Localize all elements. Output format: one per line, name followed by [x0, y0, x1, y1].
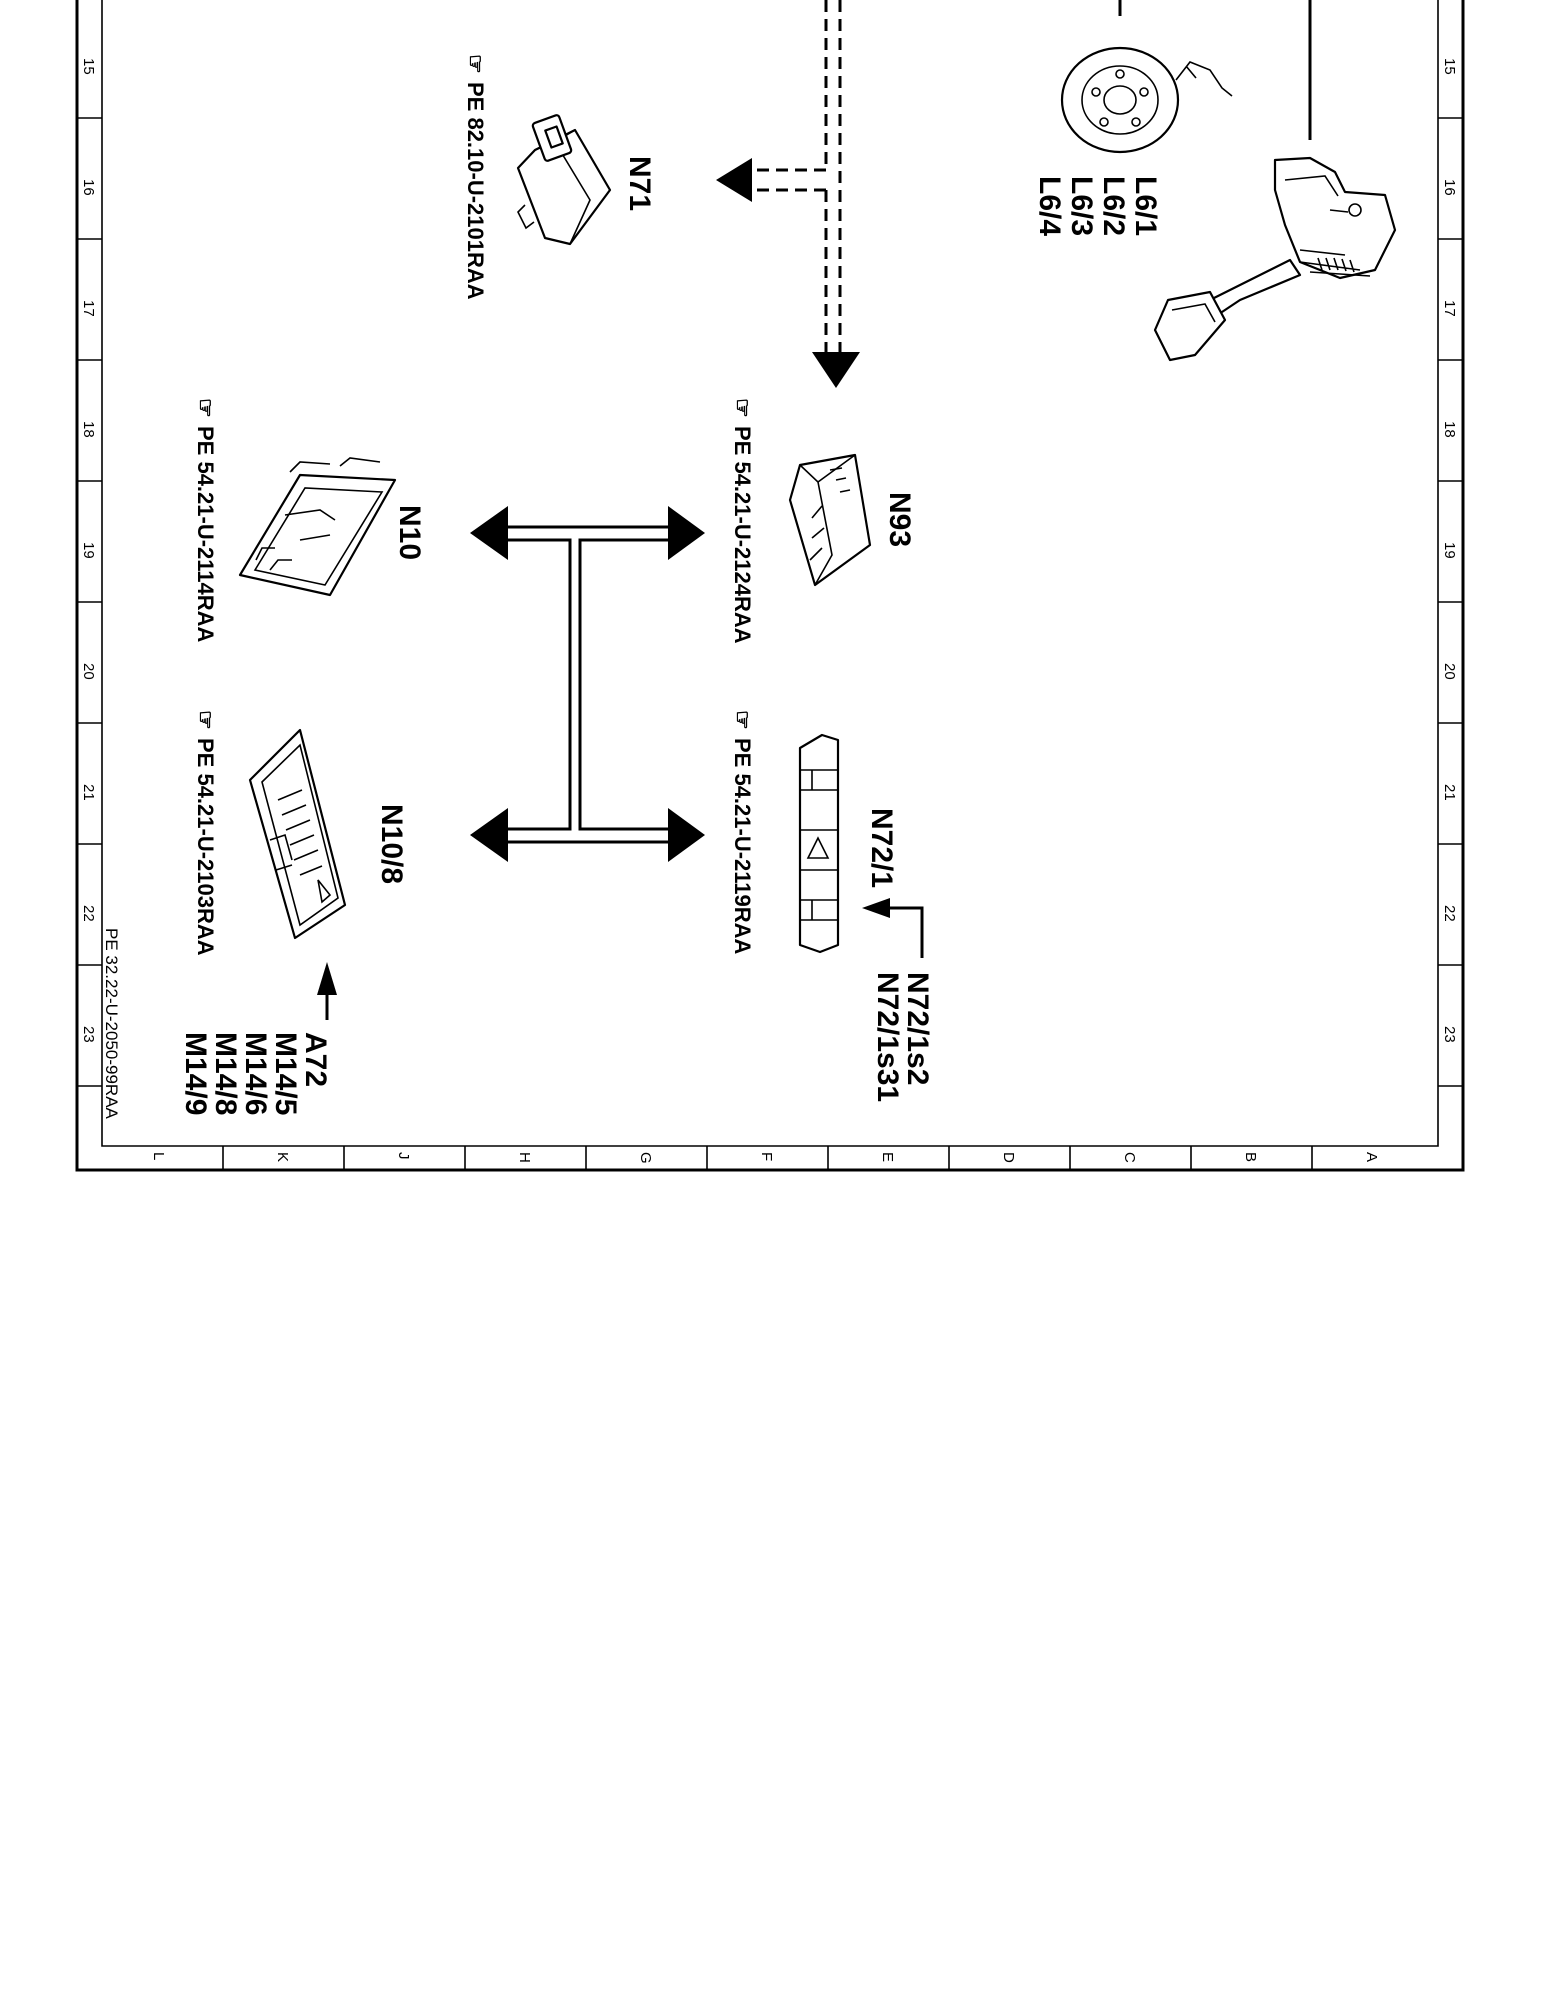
l6-label: L6/2: [1097, 176, 1130, 236]
dashed-signal-lines: [716, 0, 860, 388]
row-number: 18: [1441, 421, 1458, 438]
l6-labels: L6/1 L6/2 L6/3 L6/4: [1033, 176, 1162, 236]
n10-reference: ☞ PE 54.21-U-2114RAA: [193, 398, 218, 643]
pointing-hand-icon: ☞: [193, 398, 218, 418]
n10-8-inputs: A72 M14/5 M14/6 M14/8 M14/9: [179, 962, 337, 1115]
n72-1-label: N72/1: [865, 808, 898, 888]
arrow-to-n72-1: [668, 808, 705, 862]
column-letters: L K J H G F E D C B A: [150, 1152, 1380, 1164]
arrow-to-n71: [716, 158, 752, 202]
n72-1-inputs: N72/1s2 N72/1s31: [862, 898, 934, 1102]
input-label: N72/1s31: [871, 972, 904, 1102]
n93-label: N93: [883, 492, 916, 547]
n93-reference-text: PE 54.21-U-2124RAA: [730, 426, 755, 644]
column-letter: J: [395, 1152, 412, 1160]
row-numbers-left: 15 16 17 18 19 20 21 22 23: [80, 58, 97, 1043]
pointing-hand-icon: ☞: [730, 398, 755, 418]
pointing-hand-icon: ☞: [730, 710, 755, 730]
arrow-left-icon: [862, 898, 890, 918]
row-number: 20: [1441, 663, 1458, 680]
n71-reference: ☞ PE 82.10-U-2101RAA: [463, 54, 488, 300]
column-letter: H: [516, 1152, 533, 1163]
n71-label: N71: [623, 156, 656, 211]
row-number: 21: [1441, 784, 1458, 801]
arrow-to-n93: [812, 352, 860, 388]
row-number: 22: [80, 905, 97, 922]
input-label: M14/8: [209, 1032, 242, 1115]
row-number: 18: [80, 421, 97, 438]
n10-8-label: N10/8: [375, 804, 408, 884]
n71-reference-text: PE 82.10-U-2101RAA: [463, 82, 488, 300]
brake-disc: [1060, 46, 1233, 154]
row-number: 20: [80, 663, 97, 680]
row-number: 15: [1441, 58, 1458, 75]
n10-control-unit: [238, 457, 397, 597]
column-letter: L: [150, 1152, 167, 1160]
n93-reference: ☞ PE 54.21-U-2124RAA: [730, 398, 755, 644]
l6-label: L6/1: [1129, 176, 1162, 236]
row-number: 16: [80, 179, 97, 196]
column-letter: B: [1242, 1152, 1259, 1162]
column-letter: K: [274, 1152, 291, 1162]
n93-module: [788, 453, 872, 587]
column-letter: A: [1363, 1152, 1380, 1162]
n72-1-switch-panel: [798, 733, 840, 954]
input-label: M14/9: [179, 1032, 212, 1115]
column-letter: D: [1000, 1152, 1017, 1163]
n71-relay: [516, 114, 612, 246]
column-letter: C: [1121, 1152, 1138, 1163]
pointing-hand-icon: ☞: [193, 710, 218, 730]
input-label: M14/5: [269, 1032, 302, 1115]
row-number: 19: [80, 542, 97, 559]
n72-1-reference: ☞ PE 54.21-U-2119RAA: [730, 710, 755, 955]
row-number: 19: [1441, 542, 1458, 559]
row-number: 22: [1441, 905, 1458, 922]
row-numbers-right: 15 16 17 18 19 20 21 22 23: [1441, 58, 1458, 1043]
brake-pedal: [1153, 156, 1397, 362]
input-label: M14/6: [239, 1032, 272, 1115]
column-ticks: [222, 1146, 1313, 1170]
n10-8-control-unit: [248, 728, 347, 940]
row-number: 21: [80, 784, 97, 801]
right-row-ticks: [1438, 117, 1463, 1087]
row-number: 15: [80, 58, 97, 75]
column-letter: E: [879, 1152, 896, 1162]
row-number: 23: [1441, 1026, 1458, 1043]
row-number: 17: [1441, 300, 1458, 317]
l6-label: L6/3: [1065, 176, 1098, 236]
n10-label: N10: [393, 505, 426, 560]
bus-connector: [470, 506, 705, 862]
arrow-up-icon: [317, 962, 337, 995]
column-letter: F: [758, 1152, 775, 1161]
n10-8-reference-text: PE 54.21-U-2103RAA: [193, 738, 218, 956]
drawing-frame: 15 16 17 18 19 20 21 22 23 15 16 17 18 1…: [75, 0, 1465, 1172]
document-id: PE 32.22-U-2050-99RAA: [102, 928, 121, 1120]
n72-1-reference-text: PE 54.21-U-2119RAA: [730, 738, 755, 955]
row-number: 17: [80, 300, 97, 317]
arrow-to-n10: [470, 506, 508, 560]
l6-label: L6/4: [1033, 176, 1066, 236]
n10-8-reference: ☞ PE 54.21-U-2103RAA: [193, 710, 218, 956]
input-label: A72: [299, 1032, 332, 1087]
arrow-to-n10-8: [470, 808, 508, 862]
n10-reference-text: PE 54.21-U-2114RAA: [193, 426, 218, 643]
arrow-to-n93-bus: [668, 506, 705, 560]
input-label: N72/1s2: [901, 972, 934, 1085]
left-row-ticks: [77, 117, 102, 1087]
row-number: 23: [80, 1026, 97, 1043]
pointing-hand-icon: ☞: [463, 54, 488, 74]
column-letter: G: [637, 1152, 654, 1164]
row-number: 16: [1441, 179, 1458, 196]
